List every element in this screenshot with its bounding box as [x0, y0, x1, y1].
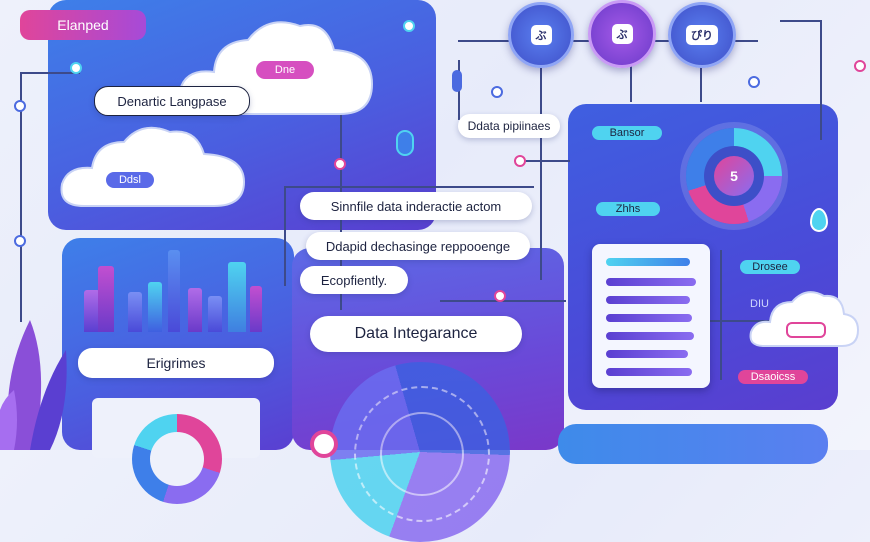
right-list-chip: Drosee — [740, 260, 800, 274]
gauge-graphic: 5 — [686, 128, 782, 224]
deployed-label: Ddapid dechasinge reppooenge — [306, 232, 530, 260]
gauge-center-value: 5 — [714, 156, 754, 196]
circle-button-1[interactable]: ぶ — [508, 2, 574, 68]
leaf-decoration — [0, 320, 67, 450]
right-top-chip: Bansor — [592, 126, 662, 140]
top-left-tag: Elanped — [20, 10, 146, 40]
cloud-top-tag: Dne — [256, 61, 314, 79]
efficiency-label: Ecopfiently. — [300, 266, 408, 294]
data-pipelines-label: Ddata pipiinaes — [458, 114, 560, 138]
engineers-label: Erigrimes — [78, 348, 274, 378]
domain-language-label: Denartic Langpase — [94, 86, 250, 116]
bar-chart-graphic — [84, 244, 270, 332]
circle-button-2-label: ぶ — [611, 24, 633, 44]
connector-node — [491, 86, 503, 98]
cloud-bottom-right-badge — [786, 322, 826, 338]
donut-chart-graphic — [132, 414, 222, 504]
radar-graphic — [330, 362, 510, 542]
connector-node — [14, 235, 26, 247]
drop-icon — [810, 208, 828, 232]
circle-button-3-label: ぴり — [686, 25, 718, 45]
connector-node — [494, 290, 506, 302]
list-card — [592, 244, 710, 388]
cloud-icon — [749, 291, 860, 347]
simplified-label: Sinnfile data inderactie actom — [300, 192, 532, 220]
circle-button-3[interactable]: ぴり — [668, 2, 736, 68]
data-intelligence-title: Data Integarance — [310, 316, 522, 352]
radar-pink-node — [310, 430, 338, 458]
right-mid-chip: Zhhs — [596, 202, 660, 216]
connector-node — [403, 20, 415, 32]
right-bottom-chip: Dsaoicss — [738, 370, 808, 384]
circle-button-2[interactable]: ぶ — [588, 0, 656, 68]
right-small-label: DIU — [750, 298, 769, 310]
connector-node — [514, 155, 526, 167]
connector-node — [70, 62, 82, 74]
circle-button-1-label: ぶ — [530, 25, 552, 45]
cloud-left-tag: Ddsl — [106, 172, 154, 188]
connector-node — [854, 60, 866, 72]
cloud-icon — [60, 126, 246, 207]
lock-icon — [396, 130, 414, 156]
bottom-right-panel — [558, 424, 828, 464]
connector-node — [334, 158, 346, 170]
connector-node — [14, 100, 26, 112]
pin-icon — [452, 70, 462, 92]
connector-node — [748, 76, 760, 88]
